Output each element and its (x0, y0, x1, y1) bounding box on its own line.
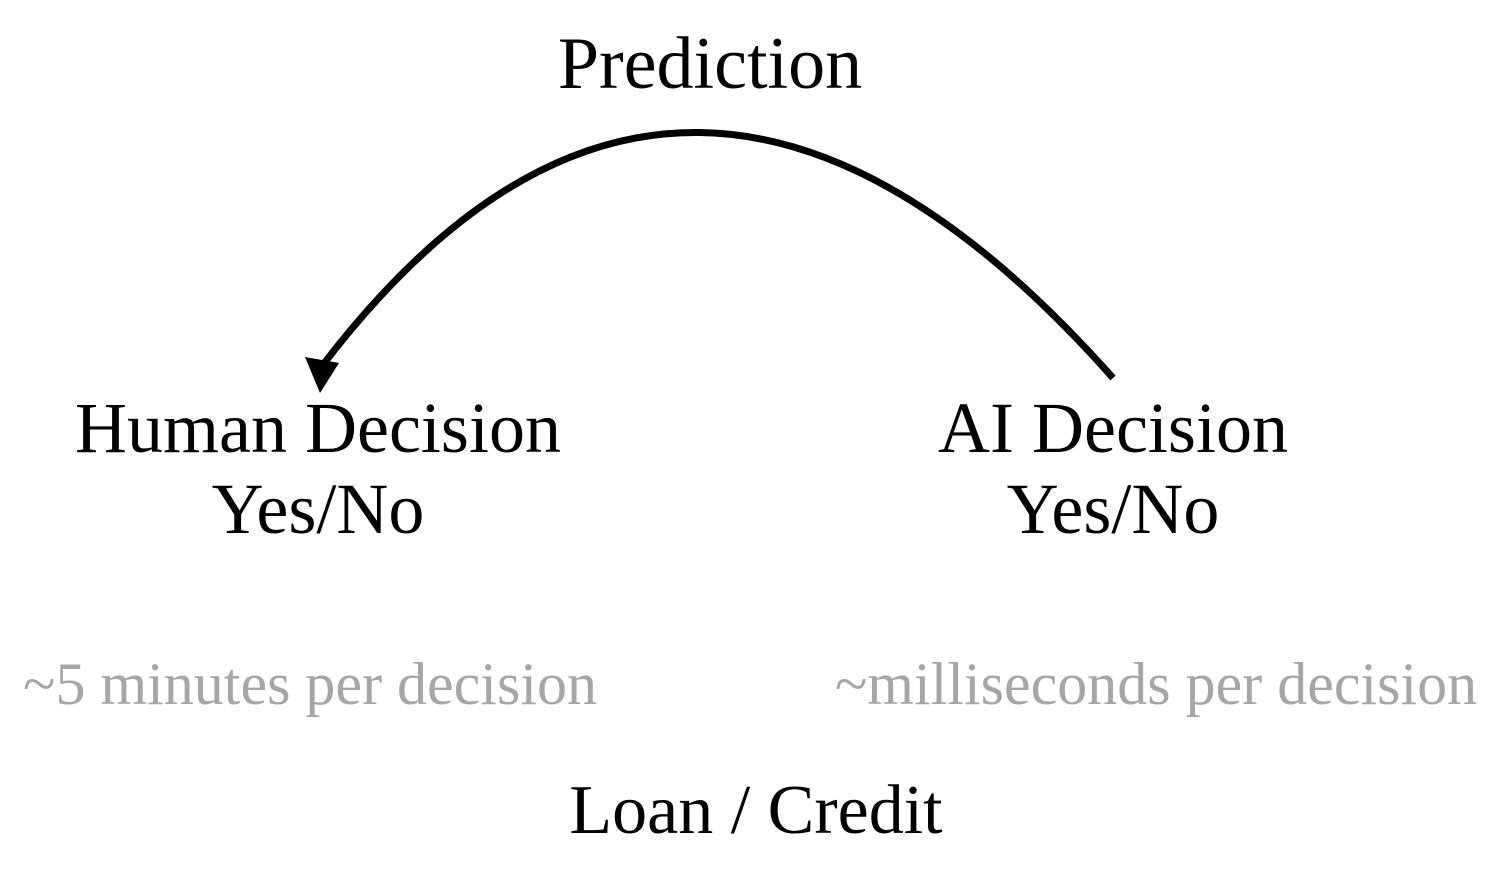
ai-decision-yesno: Yes/No (1006, 468, 1220, 549)
ai-time-caption: ~milliseconds per decision (834, 651, 1478, 717)
ai-decision-node: AI Decision Yes/No (813, 388, 1413, 549)
human-decision-node: Human Decision Yes/No (18, 388, 618, 549)
human-time-caption: ~5 minutes per decision (22, 651, 597, 717)
loan-credit-footer: Loan / Credit (569, 772, 943, 849)
prediction-title: Prediction (557, 23, 863, 105)
human-decision-label: Human Decision (75, 388, 561, 468)
human-decision-yesno: Yes/No (211, 468, 425, 549)
ai-decision-label: AI Decision (938, 388, 1288, 468)
arrow-arc (319, 129, 1116, 381)
